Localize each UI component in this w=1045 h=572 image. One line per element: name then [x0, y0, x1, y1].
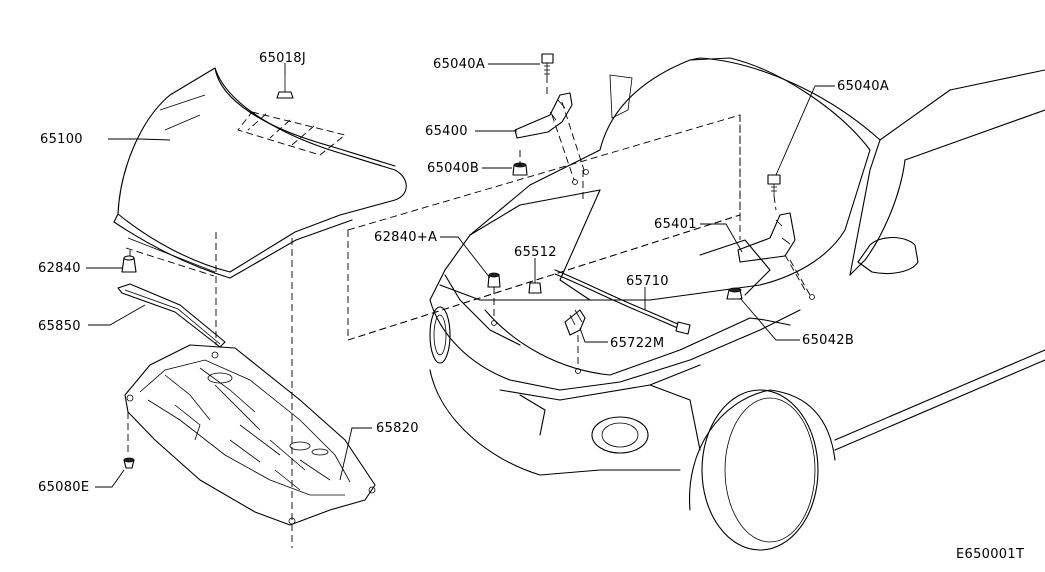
label-65040a-right: 65040A [837, 79, 889, 94]
hinge-nut-65042b [726, 287, 743, 300]
hood-panel [113, 67, 407, 548]
label-65820: 65820 [376, 421, 419, 436]
label-65040b: 65040B [427, 161, 479, 176]
label-65512: 65512 [514, 245, 557, 260]
label-62840: 62840 [38, 261, 81, 276]
label-65080e: 65080E [38, 480, 89, 495]
label-65018j: 65018J [259, 51, 306, 66]
label-62840a: 62840+A [374, 230, 437, 245]
label-65710: 65710 [626, 274, 669, 289]
hood-lock-65722m [564, 309, 586, 374]
label-65042b: 65042B [802, 333, 854, 348]
label-65401: 65401 [654, 217, 697, 232]
diagram-code: E650001T [956, 547, 1024, 562]
hood-seal-65850 [117, 283, 226, 348]
hood-release-cable-65710 [554, 269, 691, 335]
hood-insulator-65820 [124, 344, 376, 526]
label-65100: 65100 [40, 132, 83, 147]
hood-clip-65018j [276, 75, 294, 99]
label-65400: 65400 [425, 124, 468, 139]
vehicle-body-outline [347, 57, 1045, 551]
label-65040a-top: 65040A [433, 57, 485, 72]
insulator-clip-65080e [123, 457, 135, 469]
hinge-bolt-65040a-top [541, 53, 554, 98]
hood-hinge-left-65400 [514, 92, 589, 185]
label-65850: 65850 [38, 319, 81, 334]
clip-65512 [528, 282, 542, 294]
hood-bumper-62840 [121, 255, 137, 273]
label-65722m: 65722M [610, 336, 664, 351]
leader-lines [86, 63, 835, 488]
hood-bumper-62840a [487, 272, 501, 326]
hood-hinge-right-65401 [737, 212, 815, 300]
hinge-bolt-65040a-right [767, 174, 781, 211]
hinge-nut-65040b [512, 150, 528, 176]
